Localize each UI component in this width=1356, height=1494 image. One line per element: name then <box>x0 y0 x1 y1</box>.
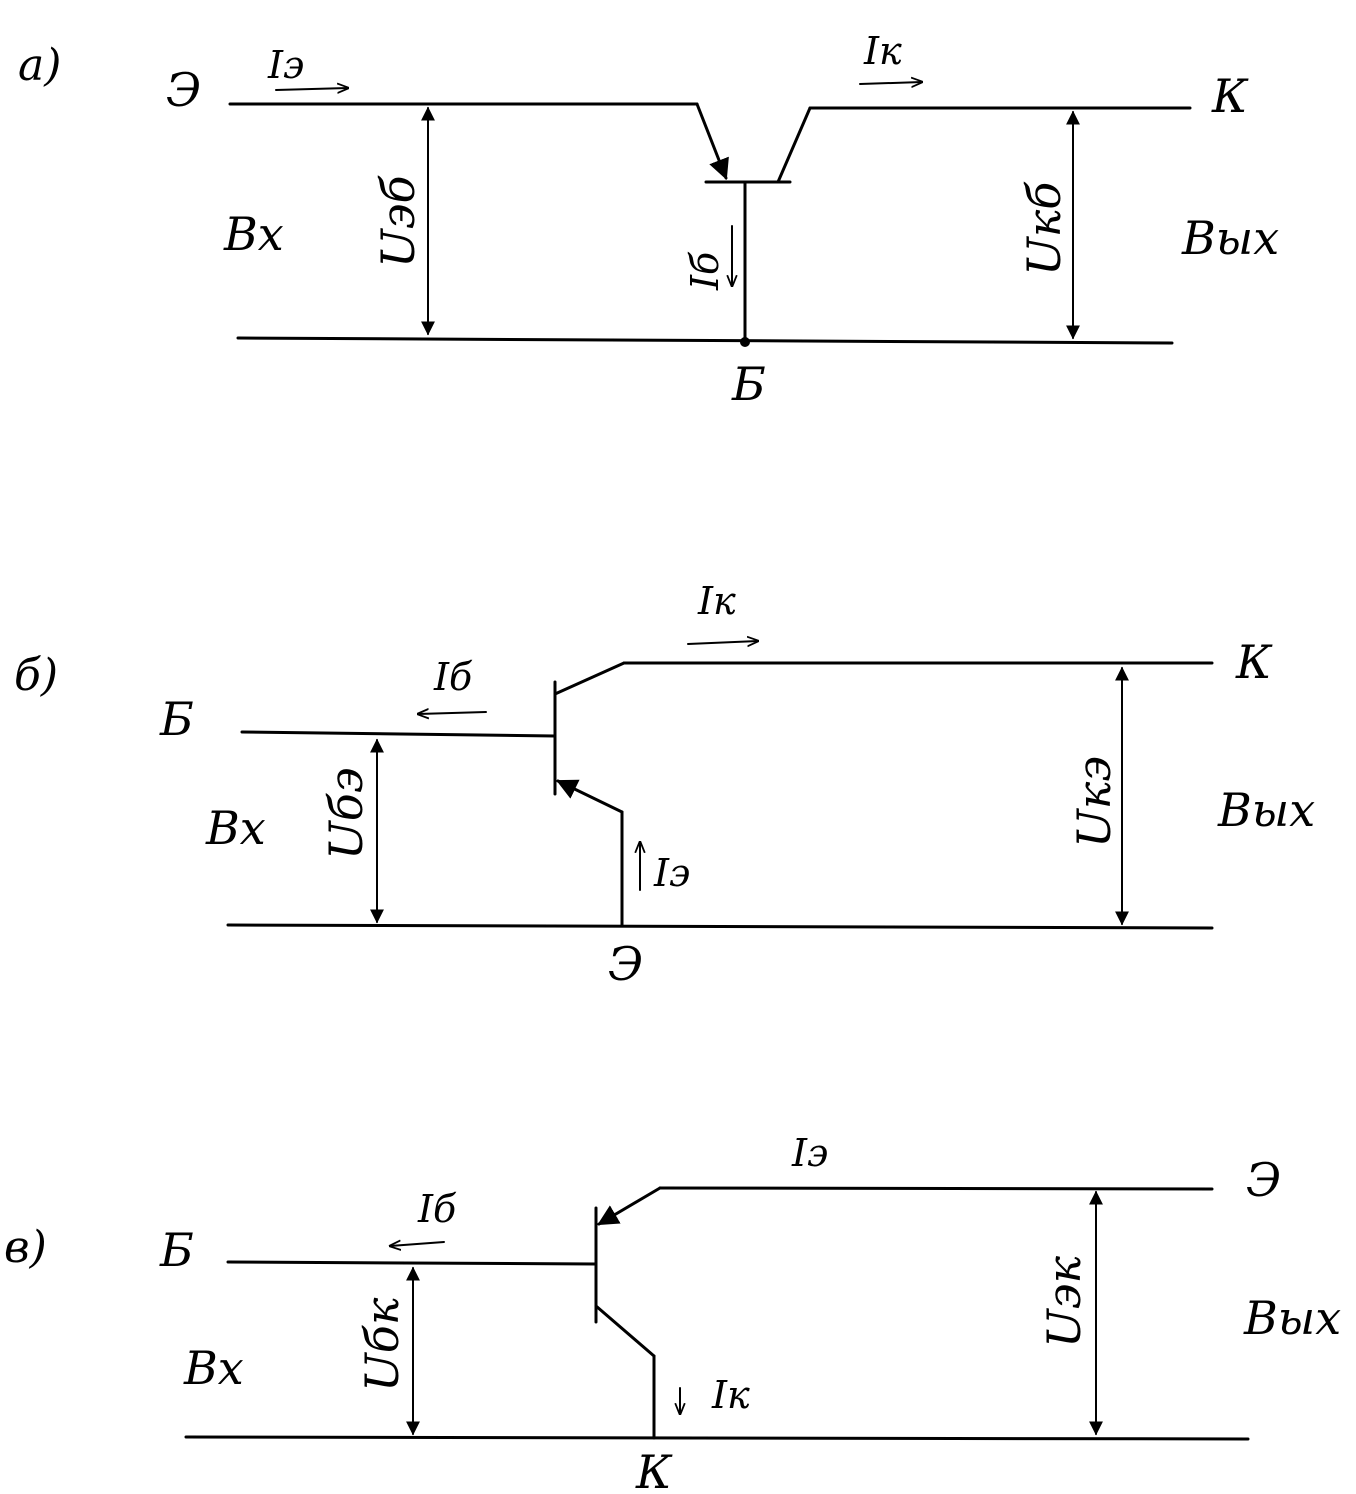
diagram-c-tag: в) <box>4 1222 47 1273</box>
output-voltage-label: Uэк <box>1037 1255 1091 1348</box>
emitter-lead <box>695 102 729 180</box>
input-voltage-label: Uбк <box>355 1297 409 1392</box>
common-rail <box>236 336 1174 345</box>
node-label-collector: К <box>1211 69 1249 123</box>
collector-lead <box>594 1304 656 1358</box>
node-label-emitter: Э <box>166 63 201 117</box>
base-current-arrow <box>390 1242 445 1246</box>
node-label-base: Б <box>159 1223 194 1277</box>
common-rail <box>226 923 1214 930</box>
base-wire <box>240 730 557 738</box>
input-voltage-label: Uэб <box>371 174 425 268</box>
emitter-lead <box>597 1186 662 1226</box>
collector-lead <box>776 106 812 184</box>
collector-current-arrow <box>687 641 758 644</box>
input-voltage-label: Uбэ <box>319 767 373 860</box>
collector-current-label: Iк <box>697 579 736 623</box>
base-junction-dot <box>740 337 750 347</box>
emitter-lead <box>556 779 624 814</box>
emitter-current-label: Iэ <box>791 1131 828 1175</box>
node-label-emitter: Э <box>1246 1153 1281 1207</box>
common-rail <box>184 1435 1250 1441</box>
output-voltage-label: Uкб <box>1017 181 1071 276</box>
node-label-base: Б <box>731 357 766 411</box>
collector-current-arrow <box>859 82 922 84</box>
output-label: Вых <box>1243 1291 1341 1345</box>
node-label-collector: К <box>1235 635 1273 689</box>
input-label: Вх <box>223 207 284 261</box>
base-current-label: Iб <box>433 655 473 699</box>
output-label: Вых <box>1181 211 1279 265</box>
diagram-b-tag: б) <box>14 650 58 701</box>
diagram-a-common-base: а) Э К Б Вх Вых Iэ Iк Iб Uэб Uкб <box>18 29 1279 411</box>
collector-current-label: Iк <box>863 29 902 73</box>
diagram-b-common-emitter: б) Б К Э Вх Вых Iк Iб Iэ Uбэ Uкэ <box>14 579 1315 991</box>
base-wire <box>226 1260 598 1266</box>
node-label-collector: К <box>635 1445 673 1494</box>
collector-current-label: Iк <box>711 1373 750 1417</box>
emitter-current-arrow <box>275 88 348 90</box>
diagram-c-common-collector: в) Б Э К Вх Вых Iэ Iб Iк Uбк Uэк <box>4 1131 1341 1494</box>
emitter-wire <box>658 1186 1214 1191</box>
node-label-emitter: Э <box>608 937 643 991</box>
base-current-label: Iб <box>417 1187 457 1231</box>
diagram-a-tag: а) <box>18 40 61 91</box>
emitter-current-label: Iэ <box>267 43 304 87</box>
base-current-label: Iб <box>683 251 727 291</box>
base-current-arrow <box>418 712 487 714</box>
output-label: Вых <box>1217 783 1315 837</box>
node-label-base: Б <box>159 692 194 746</box>
collector-lead <box>553 661 626 696</box>
output-voltage-label: Uкэ <box>1067 756 1121 848</box>
emitter-current-label: Iэ <box>653 851 690 895</box>
input-label: Вх <box>205 801 266 855</box>
input-label: Вх <box>183 1341 244 1395</box>
